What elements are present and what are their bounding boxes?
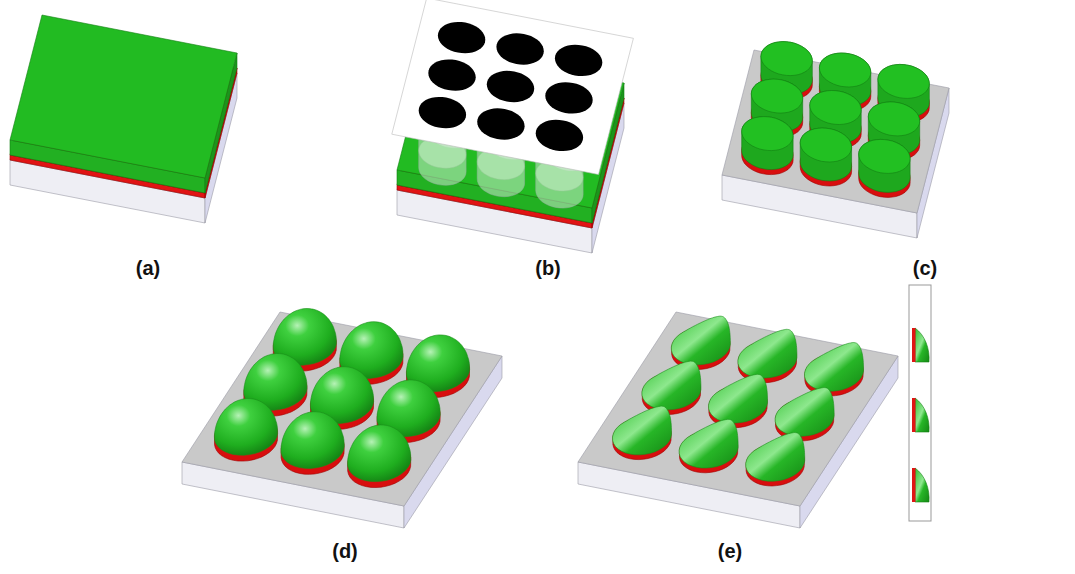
side-red-base <box>912 398 916 432</box>
dome-lens <box>214 399 277 456</box>
mask-opening <box>438 22 485 53</box>
pillar-side <box>742 117 793 170</box>
side-red-base <box>912 468 916 502</box>
panel-d-art <box>182 309 502 529</box>
pillar-top <box>868 102 919 136</box>
tilted-lens <box>738 329 797 378</box>
pillar-top <box>742 117 793 151</box>
panel-label: (e) <box>718 540 742 562</box>
pillar-top <box>859 139 910 173</box>
layer-top <box>578 312 898 506</box>
panel-b-art <box>392 0 634 253</box>
tilted-lens <box>679 419 738 468</box>
mask-opening <box>419 97 466 128</box>
pillar-top <box>800 128 851 162</box>
pillar-top <box>751 79 802 113</box>
pillar-top <box>819 53 870 87</box>
mask-opening <box>555 45 602 76</box>
side-lens <box>915 468 929 502</box>
panel-label: (a) <box>136 257 160 279</box>
tilted-lens <box>746 433 805 482</box>
panel-label: (c) <box>913 257 937 279</box>
mask-opening <box>487 71 534 102</box>
panel-label: (d) <box>332 540 358 562</box>
mask-opening <box>536 120 583 151</box>
photomask <box>392 0 634 175</box>
pillar-top <box>761 42 812 76</box>
pillar-side <box>800 128 851 181</box>
side-lens <box>915 328 929 362</box>
dome-lens <box>348 425 411 482</box>
pillar-top <box>878 64 929 98</box>
layer-top <box>182 312 502 506</box>
pillar-side <box>859 139 910 192</box>
mask-opening <box>496 33 543 64</box>
tilted-lens <box>671 316 730 365</box>
mask-opening <box>545 82 592 113</box>
dome-lens <box>281 412 344 469</box>
side-view-substrate <box>909 285 931 521</box>
panel-e-art <box>578 312 898 528</box>
tilted-lens <box>805 343 864 392</box>
mask-opening <box>428 59 475 90</box>
pillar-top <box>810 91 861 125</box>
panel-c-art <box>722 42 949 238</box>
side-view <box>909 285 931 521</box>
panel-label: (b) <box>535 257 561 279</box>
layer-top <box>10 15 237 178</box>
side-red-base <box>912 328 916 362</box>
side-lens <box>915 398 929 432</box>
tilted-lens <box>775 388 834 437</box>
mask-opening <box>477 108 524 139</box>
tilted-lens <box>642 361 701 410</box>
panel-a-art <box>10 15 237 223</box>
tilted-lens <box>613 406 672 455</box>
layer-top <box>722 50 949 213</box>
tilted-lens <box>709 374 768 423</box>
